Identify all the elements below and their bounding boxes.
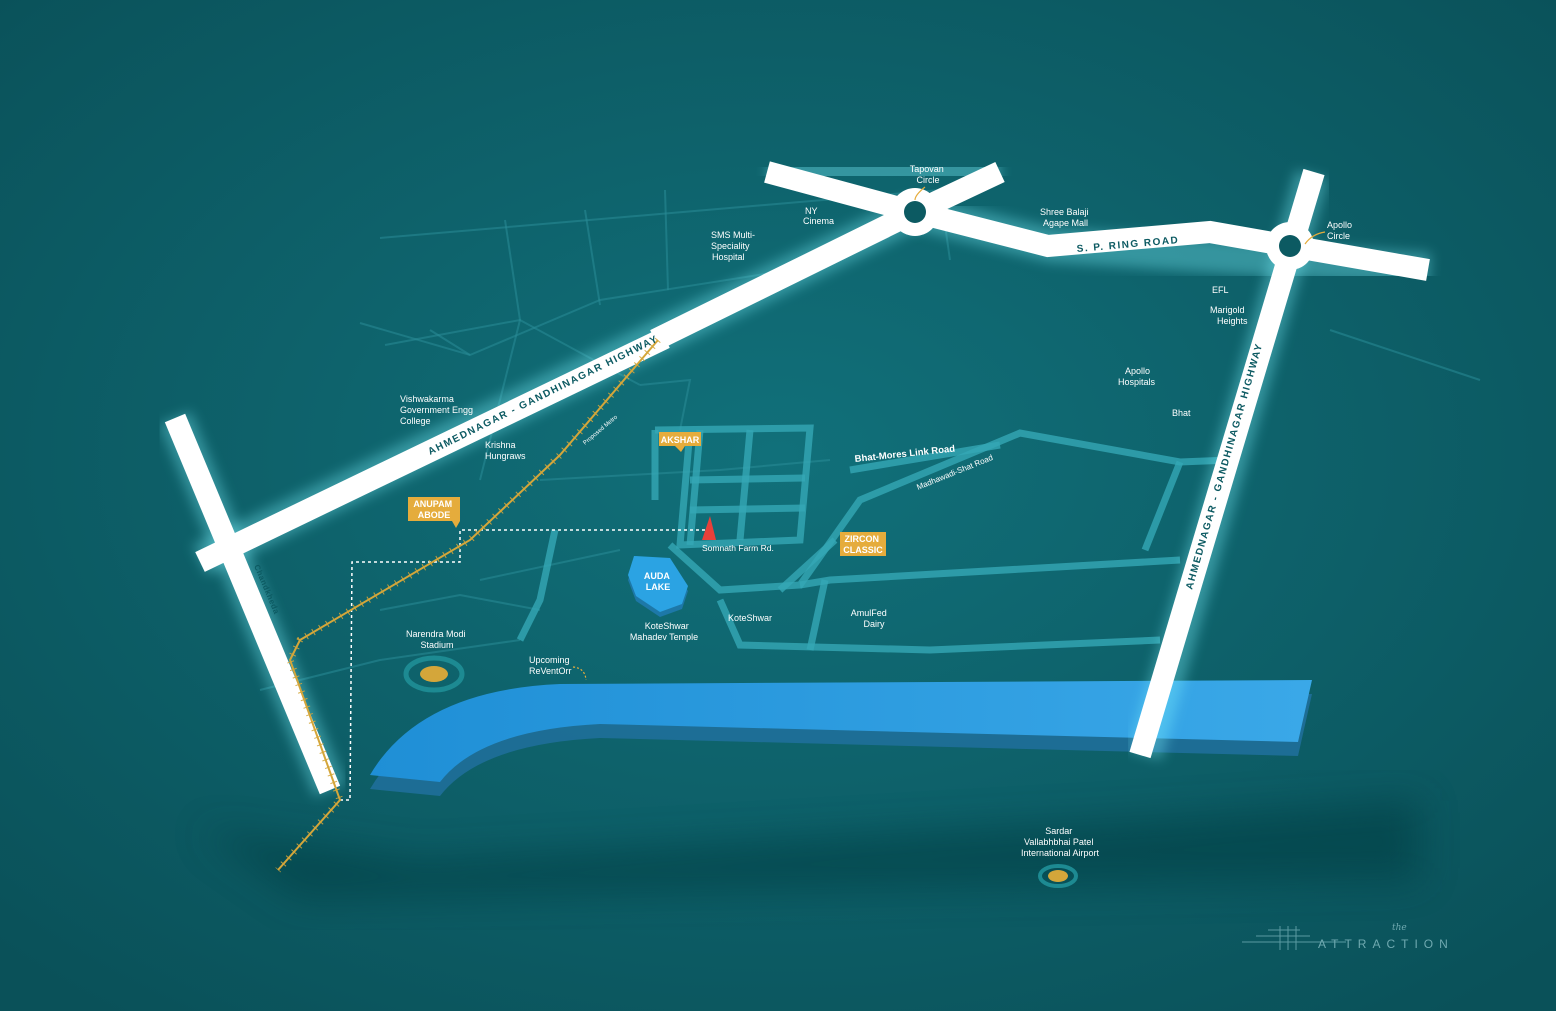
somnath-label: Somnath Farm Rd. [702,543,774,553]
auda-lake[interactable]: AUDA LAKE [628,556,688,617]
airport-icon[interactable] [1038,864,1078,888]
marigold-label: Marigold Heights [1210,305,1248,326]
west-road [164,413,341,795]
tapovan-pointer [914,186,926,201]
upcoming-riverfront-label: Upcoming ReVentOrr [529,655,572,676]
shree-balaji-label: Shree Balaji Agape Mall [1040,207,1091,228]
koteshwar-temple-label: KoteShwar Mahadev Temple [630,621,698,642]
brand-logo: the ATTRACTION [1242,923,1454,951]
svg-text:ANUPAM ABODE: ANUPAM ABODE [413,499,454,520]
bhat-label: Bhat [1172,408,1191,418]
apollo-circle-label: Apollo Circle [1327,220,1355,241]
anupam-project-tag[interactable]: ANUPAM ABODE [408,497,460,528]
tapovan-roundabout[interactable] [891,188,939,236]
efl-label: EFL [1212,285,1229,295]
tapovan-label: Tapovan Circle [910,164,947,185]
tapovan-link-west [764,161,918,223]
riverfront-pointer [572,666,587,681]
svg-text:the: the [1392,923,1407,933]
narendra-modi-label: Narendra Modi Stadium [406,629,468,650]
project-boundary [340,529,710,801]
site-marker-icon[interactable] [702,516,716,540]
stadium-icon[interactable] [403,655,465,693]
vishwakarma-label: Vishwakarma Government Engg College [400,394,476,426]
sms-hospital-label: SMS Multi- Speciality Hospital [711,230,758,262]
zircon-project-tag[interactable]: ZIRCON CLASSIC [840,532,886,556]
map-shadow [200,800,1420,900]
apollo-roundabout[interactable] [1266,222,1314,270]
svg-text:AKSHAR: AKSHAR [661,435,700,445]
ny-cinema-label: NY Cinema [803,206,834,226]
krishna-label: Krishna Hungraws [485,440,526,461]
river [370,680,1312,796]
left-highway-lower [195,328,670,572]
koteshwar-label: KoteShwar [728,613,772,623]
svg-text:ATTRACTION: ATTRACTION [1318,937,1454,951]
svg-text:ZIRCON CLASSIC: ZIRCON CLASSIC [843,534,883,555]
akshar-project-tag[interactable]: AKSHAR [659,432,701,452]
local-roads [516,424,1231,654]
sp-ring-road [912,201,1430,281]
airport-label: Sardar Vallabhbhai Patel International A… [1021,826,1100,858]
apollo-pointer [1304,231,1326,245]
svg-text:AUDA LAKE: AUDA LAKE [644,571,672,592]
metro-line [275,337,661,873]
left-highway-upper [650,202,920,350]
amulfed-label: AmulFed Dairy [851,608,890,629]
apollo-hospitals-label: Apollo Hospitals [1118,366,1156,387]
